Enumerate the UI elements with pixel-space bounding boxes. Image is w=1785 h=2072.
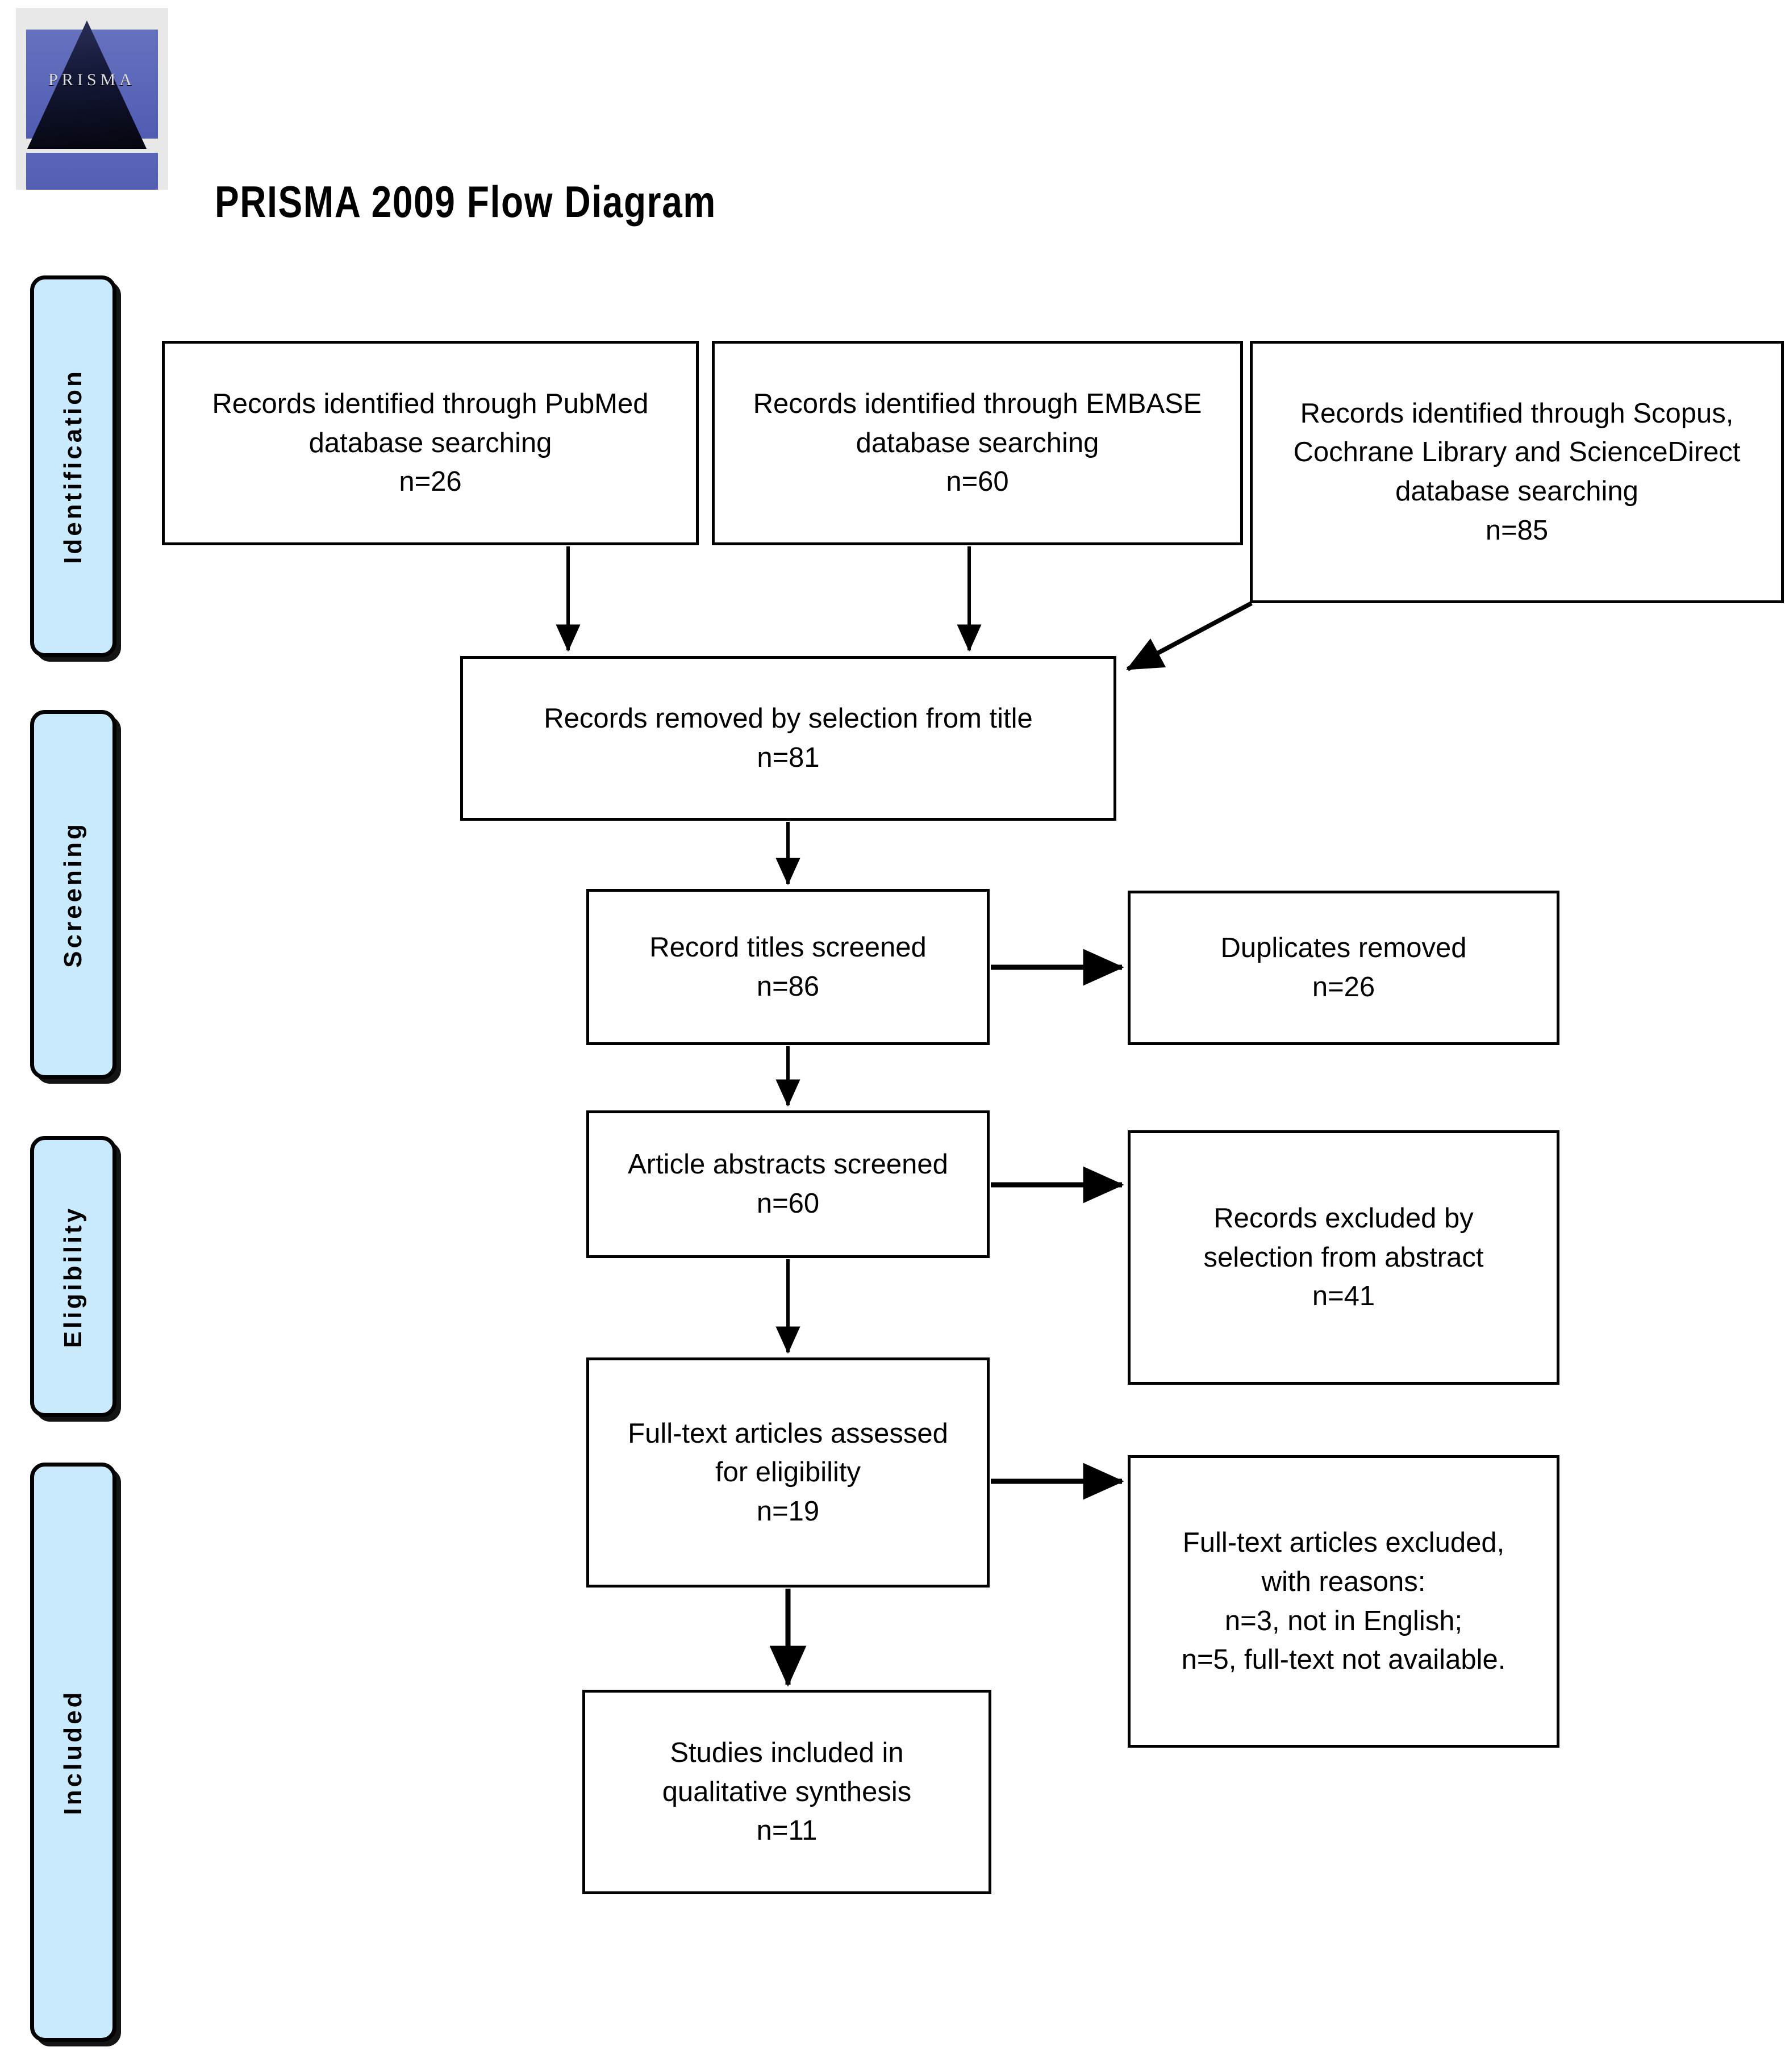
- phase-identification-text: Identification: [59, 369, 87, 564]
- box-fulltext-line2: for eligibility: [715, 1457, 861, 1488]
- box-fulltext-assessed: Full-text articles assessed for eligibil…: [586, 1357, 990, 1588]
- box-embase-line2: database searching: [856, 427, 1099, 458]
- box-scopus-line2: Cochrane Library and ScienceDirect: [1293, 437, 1741, 468]
- box-scopus-line1: Records identified through Scopus,: [1300, 398, 1734, 429]
- box-embase-count: n=60: [946, 466, 1009, 498]
- box-records-removed-by-title: Records removed by selection from title …: [460, 656, 1116, 821]
- box-included-line1: Studies included in: [670, 1737, 904, 1769]
- box-records-scopus: Records identified through Scopus, Cochr…: [1250, 341, 1784, 603]
- box-records-pubmed: Records identified through PubMed databa…: [162, 341, 699, 545]
- box-excl-abs-line2: selection from abstract: [1203, 1242, 1484, 1273]
- box-fulltext-excluded: Full-text articles excluded, with reason…: [1128, 1455, 1559, 1748]
- box-records-excluded-abstract: Records excluded by selection from abstr…: [1128, 1130, 1559, 1385]
- arrow-scopus-to-removed: [1126, 601, 1253, 671]
- box-fulltext-line1: Full-text articles assessed: [628, 1418, 948, 1449]
- box-excl-full-line1: Full-text articles excluded,: [1182, 1527, 1505, 1559]
- box-article-abstracts-screened: Article abstracts screened n=60: [586, 1110, 990, 1258]
- box-included-line2: qualitative synthesis: [662, 1776, 912, 1807]
- box-excl-abs-count: n=41: [1312, 1281, 1375, 1312]
- box-excl-full-line4: n=5, full-text not available.: [1181, 1644, 1506, 1676]
- phase-label-identification: Identification: [30, 275, 116, 657]
- box-scopus-count: n=85: [1485, 515, 1549, 546]
- box-record-titles-screened: Record titles screened n=86: [586, 889, 990, 1045]
- box-titles-count: n=86: [756, 971, 820, 1002]
- box-duplicates-line1: Duplicates removed: [1220, 933, 1467, 964]
- box-excl-full-line2: with reasons:: [1261, 1566, 1426, 1597]
- box-removed-line1: Records removed by selection from title: [544, 703, 1033, 734]
- phase-eligibility-text: Eligibility: [59, 1205, 87, 1348]
- box-embase-line1: Records identified through EMBASE: [753, 389, 1202, 420]
- box-duplicates-removed: Duplicates removed n=26: [1128, 891, 1559, 1045]
- phase-label-screening: Screening: [30, 710, 116, 1079]
- prisma-logo: PRISMA: [16, 8, 168, 190]
- box-pubmed-line1: Records identified through PubMed: [212, 389, 649, 420]
- box-studies-included: Studies included in qualitative synthesi…: [582, 1690, 991, 1894]
- phase-label-included: Included: [30, 1463, 116, 2042]
- page-title: PRISMA 2009 Flow Diagram: [215, 177, 716, 227]
- box-pubmed-count: n=26: [399, 466, 462, 498]
- box-duplicates-count: n=26: [1312, 972, 1375, 1002]
- box-abstracts-count: n=60: [756, 1188, 820, 1219]
- box-scopus-line3: database searching: [1395, 476, 1638, 507]
- box-abstracts-line1: Article abstracts screened: [628, 1149, 948, 1180]
- box-excl-abs-line1: Records excluded by: [1213, 1203, 1474, 1234]
- phase-screening-text: Screening: [59, 821, 87, 968]
- box-records-embase: Records identified through EMBASE databa…: [712, 341, 1243, 545]
- logo-band-bottom: [26, 153, 158, 190]
- phase-label-eligibility: Eligibility: [30, 1136, 116, 1417]
- box-titles-line1: Record titles screened: [649, 931, 927, 963]
- box-excl-full-line3: n=3, not in English;: [1224, 1605, 1463, 1636]
- box-fulltext-count: n=19: [756, 1495, 820, 1527]
- phase-included-text: Included: [59, 1689, 87, 1815]
- logo-wordmark: PRISMA: [48, 70, 136, 89]
- box-pubmed-line2: database searching: [308, 427, 552, 458]
- box-included-count: n=11: [756, 1815, 818, 1847]
- box-removed-count: n=81: [757, 742, 820, 773]
